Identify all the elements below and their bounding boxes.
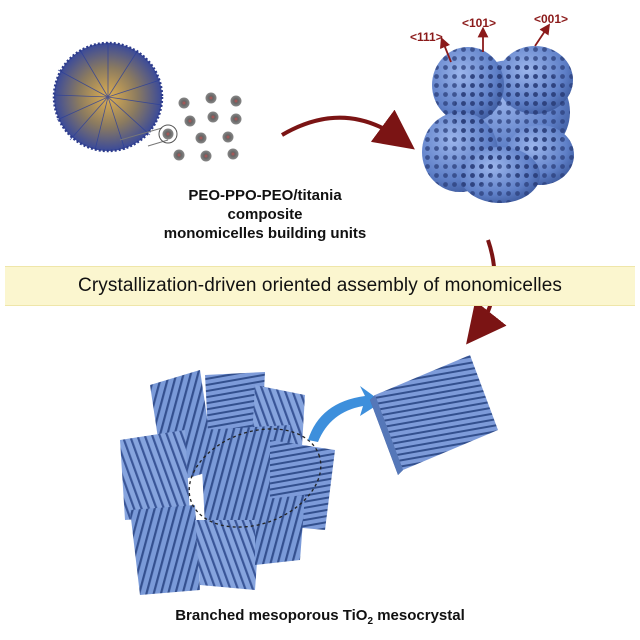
building-units-label: PEO-PPO-PEO/titania composite monomicell… — [150, 186, 380, 243]
mesocrystal-label-prefix: Branched mesoporous TiO — [175, 607, 368, 624]
mesocrystal-label-subscript: 2 — [367, 616, 374, 627]
miller-101: <101> — [462, 16, 497, 30]
large-micelle — [52, 41, 164, 153]
assembly-arrow — [280, 109, 415, 150]
zoom-arrow — [308, 386, 382, 442]
building-units-line2: monomicelles building units — [163, 225, 367, 242]
selection-ellipse — [188, 428, 322, 528]
miller-111: <111> — [410, 30, 443, 44]
porous-cluster — [422, 46, 574, 203]
channel-bundle — [370, 355, 498, 475]
mesocrystal-label-suffix: mesocrystal — [373, 607, 465, 624]
miller-arrows — [439, 23, 550, 63]
zoom-lines — [119, 124, 178, 147]
miller-001: <001> — [534, 12, 569, 26]
mesocrystal-label: Branched mesoporous TiO2 mesocrystal — [100, 607, 540, 627]
building-units-line1: PEO-PPO-PEO/titania composite — [188, 187, 342, 223]
process-banner-text: Crystallization-driven oriented assembly… — [78, 275, 562, 296]
branched-mesocrystal — [120, 370, 335, 595]
process-banner: Crystallization-driven oriented assembly… — [5, 266, 635, 306]
small-micelles — [162, 92, 242, 162]
